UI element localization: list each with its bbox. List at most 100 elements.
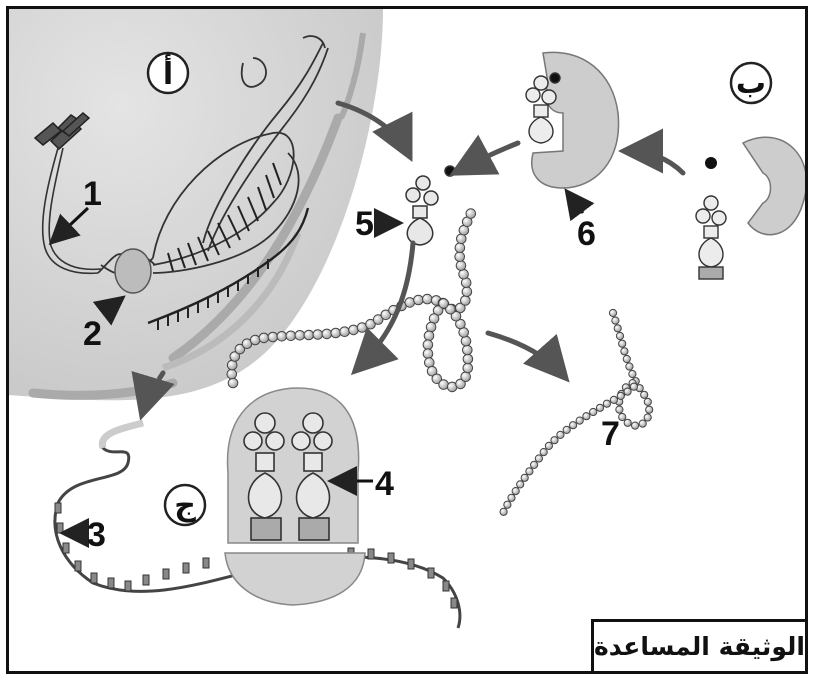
amino-acid-bead: [641, 391, 648, 398]
amino-acid-bead: [462, 287, 472, 297]
amino-acid-bead: [414, 295, 424, 305]
ribosome: [225, 388, 365, 605]
amino-acid-bead: [295, 331, 305, 341]
amino-acid-bead: [228, 378, 238, 388]
amino-acid-bead: [590, 408, 597, 415]
amino-acid-bead: [603, 400, 610, 407]
amino-acid-bead: [423, 340, 433, 350]
amino-acid-bead: [423, 349, 433, 359]
amino-acid-bead: [632, 422, 639, 429]
trna-5: [406, 166, 455, 245]
amino-acid-bead: [630, 383, 637, 390]
amino-acid-bead: [619, 340, 626, 347]
amino-acid-bead: [626, 363, 633, 370]
amino-acid-bead: [456, 261, 466, 271]
amino-acid-bead: [616, 406, 623, 413]
amino-acid-bead: [322, 329, 332, 339]
amino-acid-bead: [639, 420, 646, 427]
amino-acid-bead: [426, 322, 436, 332]
amino-acid-bead: [629, 370, 636, 377]
amino-acid-bead: [331, 328, 341, 338]
nucleus: [9, 9, 383, 400]
panel-label-c: ج: [165, 485, 205, 525]
amino-acid-bead: [250, 335, 260, 345]
amino-acid-bead: [313, 330, 323, 340]
amino-acid-bead: [583, 413, 590, 420]
amino-acid-bead: [617, 392, 624, 399]
amino-acid-bead: [277, 332, 287, 342]
amino-acid-bead: [461, 336, 471, 346]
rna-polymerase: [115, 249, 151, 293]
amino-acid-bead: [466, 209, 476, 219]
amino-acid-bead: [551, 437, 558, 444]
amino-acid-bead: [609, 309, 616, 316]
label-2: 2: [83, 315, 102, 353]
released-protein: [500, 309, 653, 515]
amino-acid-bead: [531, 461, 538, 468]
amino-acid-bead: [521, 474, 528, 481]
amino-acid-bead: [646, 406, 653, 413]
amino-acid-bead: [557, 431, 564, 438]
amino-acid-bead: [268, 332, 278, 342]
caption-box: الوثيقة المساعدة: [591, 619, 805, 671]
label-7: 7: [601, 415, 620, 453]
label-1: 1: [83, 175, 102, 213]
amino-acid-bead: [463, 363, 473, 373]
amino-acid-bead: [517, 481, 524, 488]
amino-acid-bead: [304, 330, 314, 340]
amino-acid-bead: [614, 325, 621, 332]
amino-acid-bead: [500, 508, 507, 515]
amino-acid-bead: [259, 333, 269, 343]
amino-acid-bead: [508, 494, 515, 501]
amino-acid-bead: [424, 331, 434, 341]
amino-acid-bead: [644, 398, 651, 405]
amino-acid-icon: [705, 157, 717, 169]
amino-acid-bead: [512, 488, 519, 495]
amino-acid-bead: [455, 252, 465, 262]
amino-acid-bead: [545, 442, 552, 449]
polypeptide-chain-free: [423, 298, 473, 392]
amino-acid-bead: [463, 345, 473, 355]
amino-acid-bead: [621, 348, 628, 355]
amino-acid-bead: [423, 294, 433, 304]
amino-acid-bead: [624, 419, 631, 426]
amino-acid-bead: [286, 331, 296, 341]
panel-label-b: ب: [731, 63, 771, 103]
amino-acid-bead: [596, 404, 603, 411]
amino-acid-bead: [576, 417, 583, 424]
amino-acid-bead: [463, 354, 473, 364]
label-3: 3: [87, 516, 106, 554]
amino-acid-bead: [612, 317, 619, 324]
protein-synthesis-diagram: أ ب ج 1 2 3 4 5 6 7: [9, 9, 805, 671]
svg-text:أ: أ: [163, 54, 173, 92]
label-5: 5: [355, 205, 374, 243]
amino-acid-bead: [405, 298, 415, 308]
amino-acid-bead: [349, 325, 359, 335]
amino-acid-bead: [227, 369, 237, 379]
amino-acid-bead: [535, 455, 542, 462]
svg-text:ج: ج: [174, 488, 196, 523]
amino-acid-bead: [623, 355, 630, 362]
diagram-frame: أ ب ج 1 2 3 4 5 6 7 الوثيقة المساعدة: [6, 6, 808, 674]
amino-acid-bead: [616, 332, 623, 339]
amino-acid-bead: [563, 426, 570, 433]
label-4: 4: [375, 465, 394, 503]
amino-acid-bead: [644, 414, 651, 421]
amino-acid-bead: [439, 380, 449, 390]
enzyme-6: [526, 52, 619, 188]
amino-acid-bead: [526, 468, 533, 475]
enzyme-b: [696, 137, 805, 279]
amino-acid-bead: [461, 372, 471, 382]
amino-acid-bead: [610, 396, 617, 403]
amino-acid-bead: [540, 449, 547, 456]
panel-label-a: أ: [148, 53, 188, 93]
amino-acid-bead: [439, 299, 449, 309]
amino-acid-bead: [624, 388, 631, 395]
svg-text:ب: ب: [736, 66, 766, 101]
amino-acid-bead: [340, 327, 350, 337]
amino-acid-bead: [461, 296, 471, 306]
label-6: 6: [577, 215, 596, 253]
amino-acid-bead: [455, 243, 465, 253]
amino-acid-bead: [504, 501, 511, 508]
amino-acid-bead: [570, 422, 577, 429]
